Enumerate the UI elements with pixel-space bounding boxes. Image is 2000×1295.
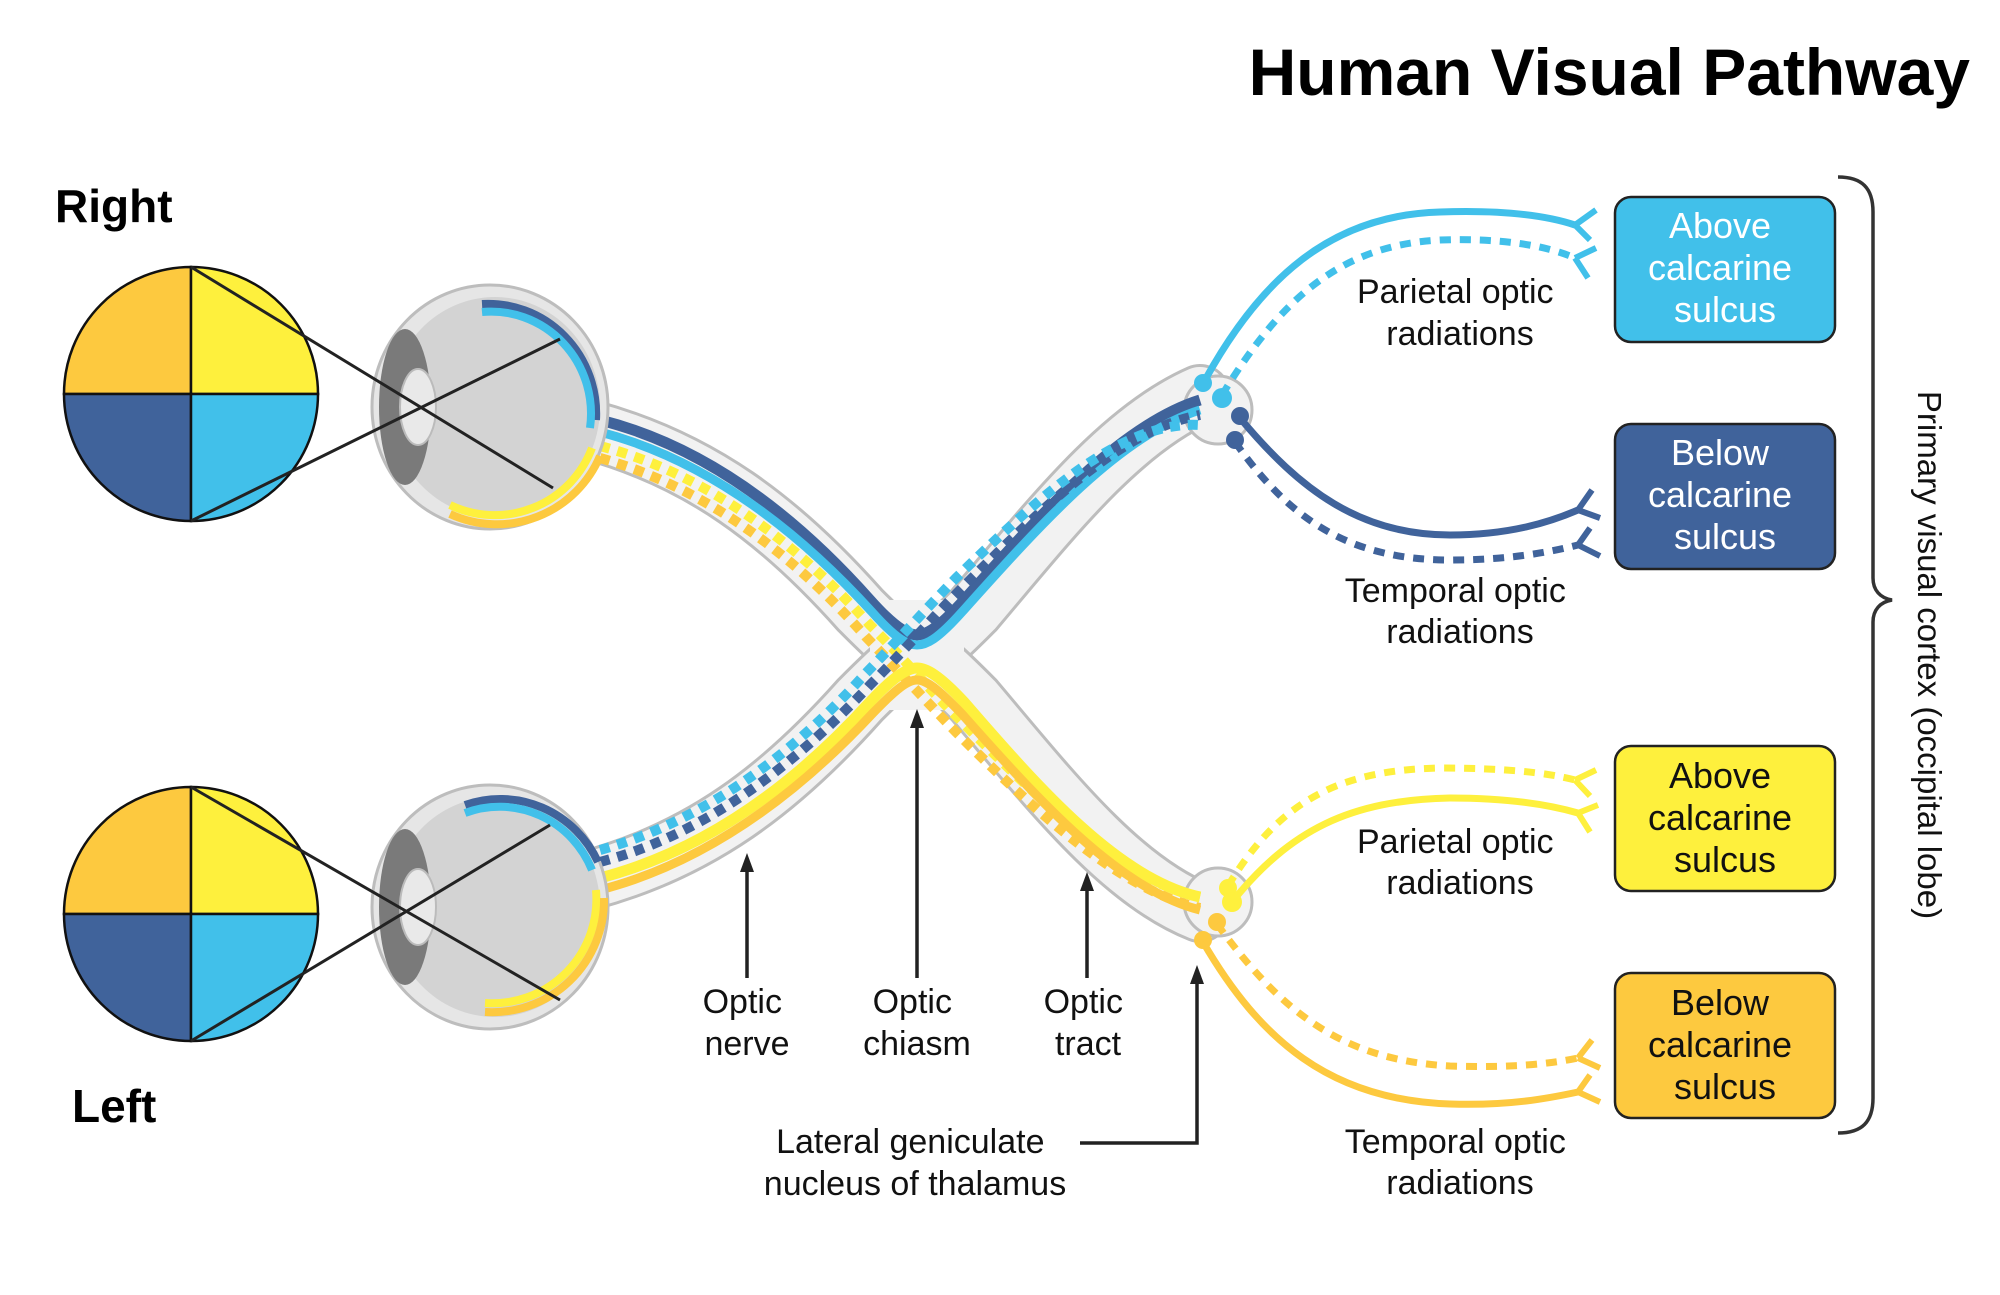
axon-terminal [1572, 207, 1598, 243]
field-quadrant-lower-right [189, 392, 320, 523]
retina-upper-sky [463, 802, 596, 872]
retina-upper-sky [481, 307, 595, 429]
optic-radiations [1199, 207, 1602, 1108]
svg-text:Below calcarine su: Below calcarine sulcus [1648, 982, 1802, 1107]
label-lgn: Lateral geniculate nucleus of thalamus [764, 1123, 1066, 1203]
label-optic-tract: Optic tract [1044, 983, 1133, 1063]
retina-upper-navy [481, 299, 601, 421]
axon-terminal [1572, 245, 1598, 280]
label-optic-chiasm: Optic chiasm [863, 983, 971, 1063]
cortex-box-lower-below: Below calcarine sulcus [1613, 971, 1837, 1120]
cortex-box-upper-below: Below calcarine sulcus [1613, 422, 1837, 571]
axon-terminal [1572, 767, 1598, 799]
eyeball-interior [390, 297, 600, 517]
lens [399, 868, 437, 946]
radiation-upper-parietal-dashed [1219, 236, 1577, 397]
fiber-left-nasal-sky-dashed [598, 419, 1201, 855]
left-eye [190, 783, 610, 1043]
pointer-arrows [740, 709, 1204, 1145]
field-quadrant-upper-right [189, 265, 320, 396]
light-ray [190, 337, 561, 523]
label-lower-temporal-radiations: Temporal optic radiations [1345, 1123, 1576, 1202]
retina-lower-yellow [484, 889, 601, 1008]
right-visual-field [62, 265, 320, 523]
left-visual-field [62, 785, 320, 1043]
radiation-lower-temporal-dashed [1214, 921, 1579, 1071]
svg-text:Below calcarine su: Below calcarine sulcus [1648, 432, 1802, 557]
field-quadrant-upper-right [189, 785, 320, 916]
light-ray [190, 265, 554, 490]
radiation-lower-temporal-solid [1199, 940, 1579, 1108]
cortex-box-upper-above: Above calcarine sulcus [1613, 195, 1837, 344]
radiation-upper-parietal-solid [1201, 208, 1577, 382]
field-quadrant-lower-right [189, 912, 320, 1043]
light-ray [190, 823, 551, 1043]
svg-text:Above calcarine su: Above calcarine sulcus [1648, 755, 1802, 880]
label-upper-temporal-radiations: Temporal optic radiations [1345, 572, 1576, 651]
primary-visual-cortex-label: Primary visual cortex (occipital lobe) [1911, 391, 1948, 919]
radiation-upper-temporal-dashed [1232, 439, 1579, 564]
field-quadrant-upper-left [62, 265, 193, 396]
field-quadrant-lower-left [62, 392, 193, 523]
radiation-lower-parietal-solid [1229, 794, 1579, 905]
axon-terminal [1575, 1073, 1602, 1105]
retina-upper-navy [463, 794, 602, 864]
cortex-box-lower-above: Above calcarine sulcus [1613, 744, 1837, 893]
axon-terminal [1575, 488, 1602, 521]
label-lower-parietal-radiations: Parietal optic radiations [1357, 823, 1563, 902]
label-optic-nerve: Optic nerve [703, 983, 792, 1063]
arrow-lgn [1080, 978, 1199, 1145]
radiation-lower-parietal-dashed [1225, 764, 1576, 888]
diagram-title: Human Visual Pathway [1249, 35, 1971, 109]
axon-terminal [1575, 526, 1602, 559]
nerve-fibers [598, 394, 1202, 915]
fiber-left-temporal-orange [598, 675, 1202, 915]
label-upper-parietal-radiations: Parietal optic radiations [1357, 273, 1563, 353]
right-eye-label: Right [55, 180, 173, 232]
svg-text:Above calcarine su: Above calcarine sulcus [1648, 205, 1802, 330]
left-eye-label: Left [72, 1080, 156, 1132]
retina-lower-yellow [448, 446, 596, 520]
field-quadrant-lower-left [62, 912, 193, 1043]
right-eye [190, 265, 610, 531]
cortex-brace [1837, 175, 1893, 1135]
retina-lower-orange [448, 454, 604, 529]
eyeball-interior [390, 797, 600, 1017]
fiber-right-temporal-sky [598, 405, 1202, 650]
axon-terminal [1575, 802, 1600, 834]
light-ray [190, 785, 561, 1002]
radiation-upper-temporal-solid [1237, 415, 1580, 539]
axon-terminal [1575, 1038, 1602, 1071]
retina-lower-orange [484, 897, 609, 1017]
fiber-left-nasal-navy-dashed [598, 410, 1201, 867]
fiber-left-temporal-yellow [598, 662, 1202, 903]
field-quadrant-upper-left [62, 785, 193, 916]
